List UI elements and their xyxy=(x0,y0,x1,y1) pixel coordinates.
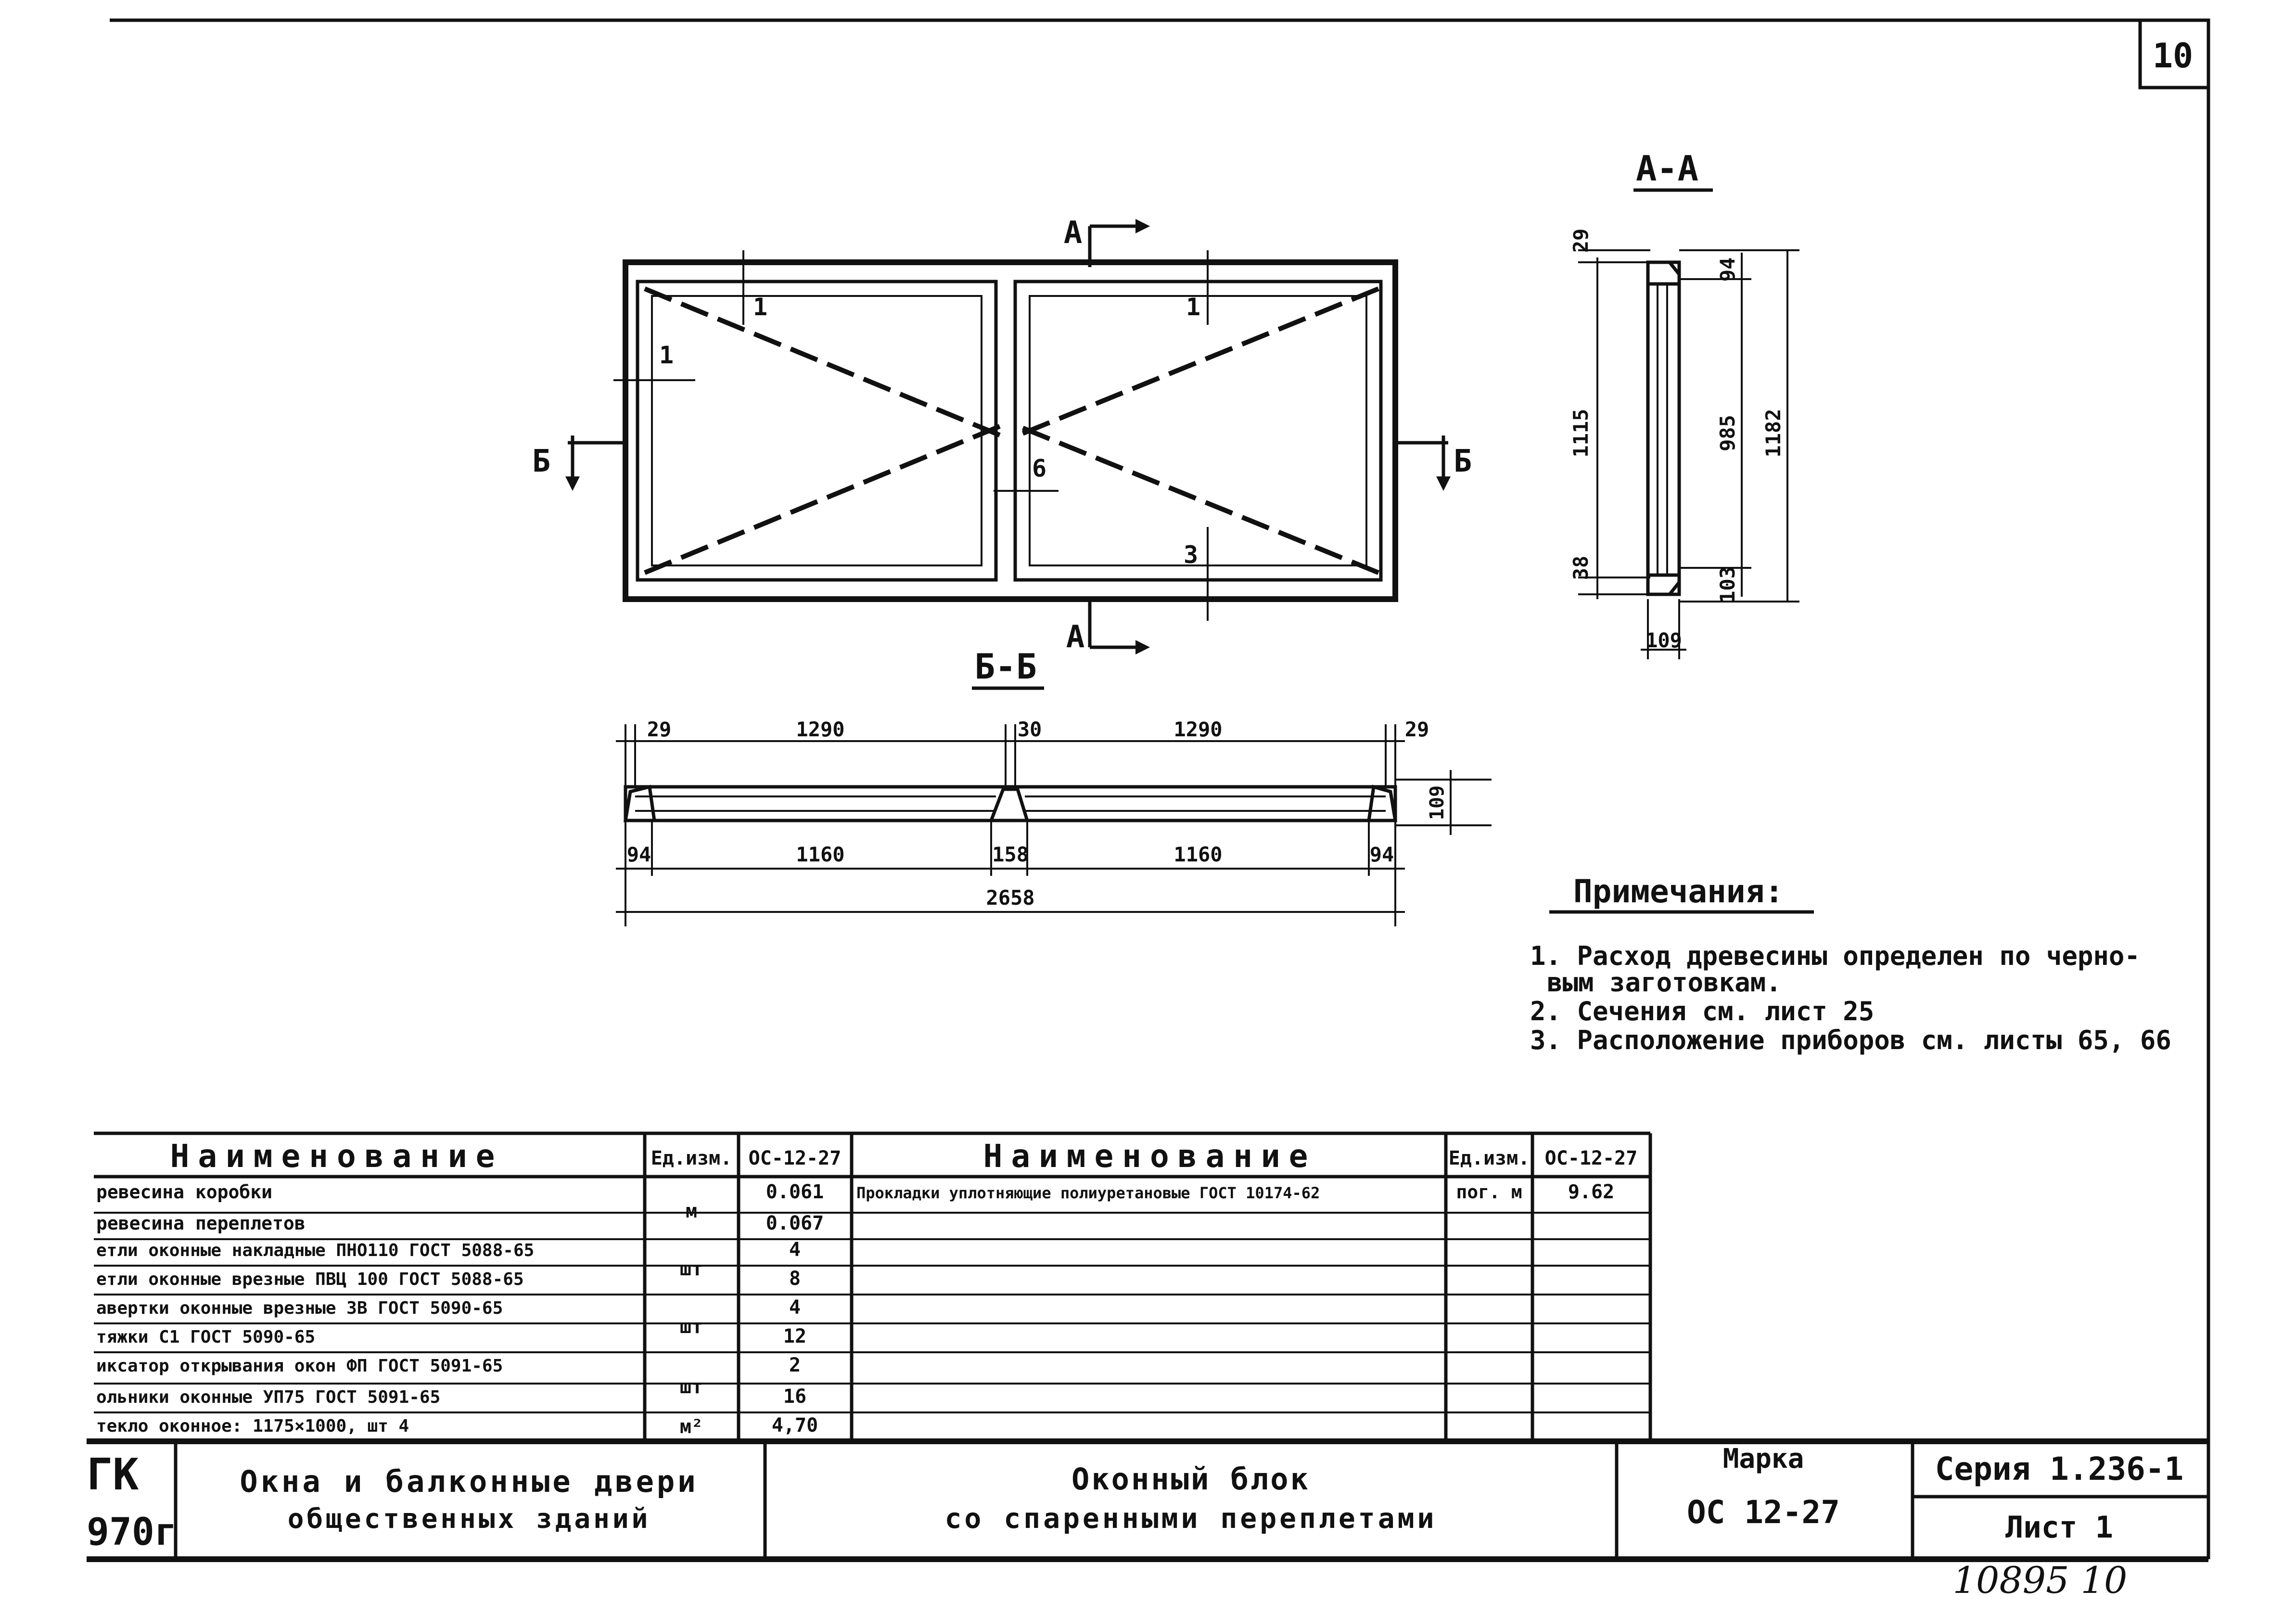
dim-aa-sash-bottom: 103 xyxy=(1716,566,1739,603)
table-row-qty: 0.061 xyxy=(766,1181,824,1203)
table-row-qty: 9.62 xyxy=(1568,1181,1614,1203)
callout-1: 1 xyxy=(753,293,767,321)
table-row-unit: м² xyxy=(680,1416,703,1438)
dim-bb-top-3: 30 xyxy=(1018,718,1042,741)
table-row-name: етли оконные врезные ПВЦ 100 ГОСТ 5088-6… xyxy=(96,1270,524,1289)
notes-title: Примечания: xyxy=(1573,873,1784,910)
item-title-line2: со спаренными переплетами xyxy=(945,1502,1437,1535)
table-row-unit: м xyxy=(686,1200,697,1222)
dim-bb-bottom-3: 158 xyxy=(992,843,1029,866)
dim-bb-top-4: 1290 xyxy=(1174,718,1222,741)
org-year: 970г xyxy=(87,1511,177,1554)
project-title-line1: Окна и балконные двери xyxy=(240,1464,698,1499)
table-header-unit-2: Ед.изм. xyxy=(1449,1147,1530,1169)
table-row-name: ольники оконные УП75 ГОСТ 5091-65 xyxy=(96,1387,440,1407)
callout-6: 6 xyxy=(1032,454,1046,482)
table-header-name: Наименование xyxy=(170,1138,504,1175)
window-elevation xyxy=(565,219,1451,654)
table-row-qty: 16 xyxy=(783,1385,806,1408)
callout-3: 3 xyxy=(1184,541,1198,569)
table-row-name: етли оконные накладные ПНО110 ГОСТ 5088-… xyxy=(96,1241,534,1260)
table-row-name: тяжки С1 ГОСТ 5090-65 xyxy=(96,1327,315,1347)
title-block-grid xyxy=(87,1438,2208,1562)
table-header-name-2: Наименование xyxy=(983,1138,1317,1175)
dim-bb-bottom-4: 1160 xyxy=(1174,843,1222,866)
table-row-qty: 8 xyxy=(789,1268,801,1290)
cut-mark-b-right: Б xyxy=(1454,444,1472,479)
item-title-line1: Оконный блок xyxy=(1071,1462,1310,1497)
sheet-label: Лист 1 xyxy=(2005,1510,2113,1545)
table-row-unit: пог. м xyxy=(1456,1181,1522,1203)
dim-bb-top-5: 29 xyxy=(1405,718,1429,741)
dim-aa-top: 29 xyxy=(1569,229,1593,253)
note-1: 1. Расход древесины определен по черно- xyxy=(1530,941,2140,971)
section-bb-title: Б-Б xyxy=(974,646,1037,687)
table-row-qty: 4 xyxy=(789,1296,801,1319)
cut-mark-a-bottom: А xyxy=(1066,619,1085,655)
table-row-name: ревесина коробки xyxy=(96,1181,272,1203)
note-1-cont: вым заготовкам. xyxy=(1547,967,1782,998)
callout-1: 1 xyxy=(1186,293,1200,321)
dim-bb-bottom-2: 1160 xyxy=(796,843,844,866)
table-header-mark: ОС-12-27 xyxy=(749,1147,842,1169)
mark-value: ОС 12-27 xyxy=(1687,1494,1840,1531)
dim-aa-sash-top: 94 xyxy=(1716,257,1739,282)
dim-bb-top-2: 1290 xyxy=(796,718,844,741)
dim-bb-depth: 109 xyxy=(1426,785,1448,820)
section-aa-title: А-А xyxy=(1636,148,1698,189)
project-title-line2: общественных зданий xyxy=(288,1503,651,1535)
table-row-name: ревесина переплетов xyxy=(96,1213,306,1234)
dim-aa-depth: 109 xyxy=(1645,628,1682,652)
section-bb-drawing xyxy=(616,724,1492,926)
dim-aa-height: 1115 xyxy=(1569,409,1593,457)
cut-mark-a-top: А xyxy=(1064,215,1083,251)
sheet-frame xyxy=(110,18,2210,1559)
note-3: 3. Расположение приборов см. листы 65, 6… xyxy=(1530,1025,2171,1055)
dim-bb-top-1: 29 xyxy=(647,718,672,741)
table-row-qty: 4,70 xyxy=(772,1414,818,1436)
note-2: 2. Сечения см. лист 25 xyxy=(1530,996,1874,1026)
org-code: ГК xyxy=(87,1449,139,1500)
dim-aa-bottom: 38 xyxy=(1569,556,1593,580)
table-row-name: авертки оконные врезные ЗВ ГОСТ 5090-65 xyxy=(96,1298,503,1318)
table-row-name: текло оконное: 1175×1000, шт 4 xyxy=(96,1416,409,1436)
table-row-name: иксатор открывания окон ФП ГОСТ 5091-65 xyxy=(96,1356,503,1376)
dim-aa-total-height: 1182 xyxy=(1761,409,1785,457)
table-row-unit: шт xyxy=(680,1258,703,1280)
mark-label: Марка xyxy=(1723,1443,1804,1475)
dim-bb-bottom-1: 94 xyxy=(627,843,651,866)
table-row-qty: 12 xyxy=(783,1325,806,1347)
table-row-qty: 2 xyxy=(789,1354,801,1376)
table-row-unit: шт xyxy=(680,1316,703,1338)
sheet-number: 10 xyxy=(2153,36,2193,76)
dim-bb-overall: 2658 xyxy=(986,886,1034,910)
table-row-unit: шт xyxy=(680,1376,703,1398)
dim-bb-bottom-5: 94 xyxy=(1370,843,1394,866)
table-row-name: Прокладки уплотняющие полиуретановые ГОС… xyxy=(856,1184,1320,1202)
section-aa-drawing xyxy=(1578,249,1799,659)
table-row-qty: 4 xyxy=(789,1239,801,1261)
table-header-mark-2: ОС-12-27 xyxy=(1545,1147,1638,1169)
callout-1: 1 xyxy=(659,341,674,369)
dim-aa-sash-height: 985 xyxy=(1716,415,1739,451)
cut-mark-b-left: Б xyxy=(532,444,551,479)
table-row-qty: 0.067 xyxy=(766,1212,824,1234)
series-number: Серия 1.236-1 xyxy=(1935,1450,2184,1488)
spec-table-grid xyxy=(94,1131,1652,1441)
table-header-unit: Ед.изм. xyxy=(651,1147,732,1169)
handwritten-archive-number: 10895 10 xyxy=(1953,1559,2128,1602)
